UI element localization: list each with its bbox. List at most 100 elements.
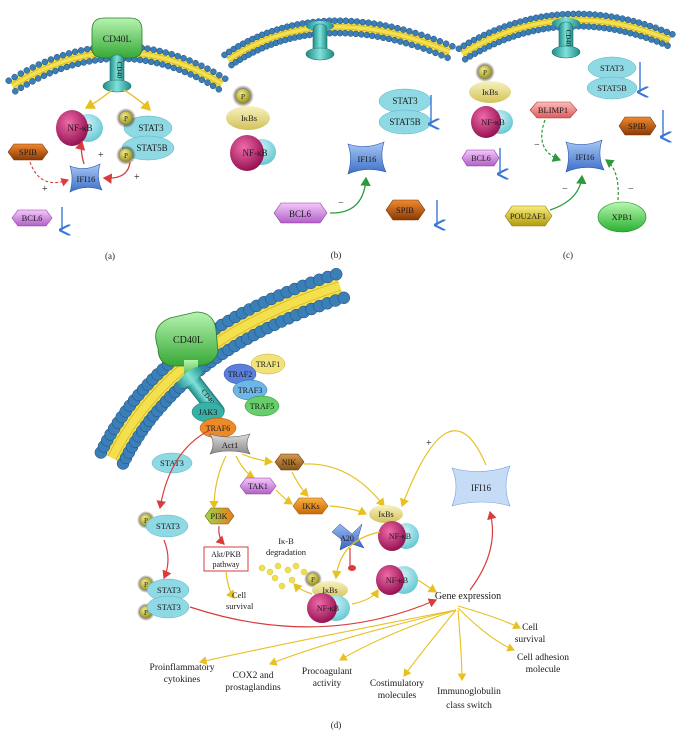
membrane-bead [80, 59, 87, 66]
membrane-bead [619, 15, 626, 22]
arrow-bcl6-ifi16-b [329, 176, 371, 214]
bcl6-label-c: BCL6 [471, 154, 491, 163]
cd40-receptor-a: CD40 [102, 54, 132, 93]
pou2af1-label-c: POU2AF1 [510, 211, 546, 221]
pou2af1-c: POU2AF1 [504, 205, 553, 227]
svg-text:−: − [628, 184, 634, 195]
cd40-label-a: CD40 [115, 62, 123, 79]
membrane-bead [77, 47, 85, 54]
membrane-bead [394, 24, 401, 32]
membrane-bead [53, 53, 61, 61]
membrane-bead [170, 64, 177, 72]
svg-text:P: P [241, 92, 245, 101]
membrane-bead [646, 22, 654, 30]
stat5b-label-b: STAT5B [389, 117, 420, 127]
membrane-bead [449, 43, 456, 50]
membrane-bead [586, 10, 593, 18]
membrane-bead [209, 82, 217, 90]
membrane-bead [181, 68, 189, 76]
gene-expression-outputs [198, 605, 521, 682]
caption-a: (a) [105, 251, 115, 261]
membrane-bead [17, 84, 25, 92]
stat3-label-b: STAT3 [392, 96, 418, 106]
panel-a: CD40L CD40 NF-κB P STAT3 P STAT5B [5, 17, 229, 261]
membrane-bead [204, 79, 211, 86]
membrane-bead [470, 36, 478, 44]
membrane-bead [221, 75, 229, 82]
membrane-bead [336, 17, 344, 24]
arrow-tak1-ikks [275, 489, 293, 505]
arrow-pou2af1-ifi16-c [549, 174, 587, 211]
svg-text:−: − [534, 140, 540, 151]
arrow-xpb1-ifi16-c [605, 159, 619, 201]
akt-pkb-box: Akt/PKB pathway [203, 546, 249, 572]
svg-text:STAT3: STAT3 [157, 602, 181, 612]
traf2-d: TRAF2 [223, 363, 257, 385]
jak3-d: JAK3 [191, 401, 225, 423]
svg-text:−: − [338, 198, 344, 209]
membrane-bead [86, 58, 93, 65]
membrane-bead [363, 31, 371, 39]
bcl6-label-b: BCL6 [289, 209, 312, 219]
svg-text:TRAF3: TRAF3 [238, 386, 262, 395]
membrane-bead [460, 42, 468, 49]
membrane-bead [602, 12, 610, 20]
arrow-stat3-gene-expression [189, 598, 438, 628]
svg-text:IKKs: IKKs [302, 502, 319, 511]
svg-text:P: P [124, 115, 128, 123]
membrane-bead [532, 14, 540, 22]
membrane-bead [29, 64, 37, 71]
xpb1-label-c: XPB1 [612, 212, 633, 222]
ikbs-label-b: IκBs [241, 113, 257, 123]
membrane-bead [69, 62, 76, 69]
svg-text:TRAF2: TRAF2 [228, 370, 252, 379]
bcl6-label-a: BCL6 [22, 213, 43, 223]
arrow-akt-survival [225, 571, 235, 599]
arrow-ifi16-ikbs [400, 430, 487, 508]
svg-text:P: P [144, 517, 148, 525]
svg-text:TRAF1: TRAF1 [256, 360, 280, 369]
membrane-bead [180, 54, 187, 62]
membrane-bead [635, 19, 643, 26]
membrane-bead [408, 41, 416, 49]
output-proinflammatory: Proinflammatory [150, 662, 215, 673]
nik-d: NIK [274, 453, 305, 471]
svg-text:STAT3: STAT3 [156, 521, 180, 531]
membrane-bead [29, 78, 36, 85]
cd40l-label-a: CD40L [103, 35, 132, 45]
membrane-bead [225, 48, 233, 56]
traf6-d: TRAF6 [199, 417, 237, 439]
membrane-bead [164, 62, 172, 70]
membrane-bead [553, 11, 561, 18]
svg-text:P: P [483, 69, 487, 77]
membrane-bead [210, 68, 217, 76]
membrane-bead [176, 66, 183, 74]
ikbs-c: P IκBs [469, 62, 511, 103]
traf1-d: TRAF1 [250, 353, 286, 375]
spib-label-c: SPIB [628, 121, 646, 131]
arrow-ikks-ikbs [329, 505, 368, 516]
svg-text:+: + [42, 184, 48, 195]
nfkb-label-a: NF-κB [67, 123, 92, 133]
svg-text:molecule: molecule [526, 665, 561, 675]
membrane-bead [420, 45, 427, 52]
membrane-bead [548, 12, 556, 19]
ifi16-d: IFI16 [451, 465, 511, 507]
arrow-gene-ifi16 [469, 510, 497, 591]
membrane-bead [397, 38, 404, 45]
membrane-bead [432, 49, 439, 57]
svg-text:Akt/PKB: Akt/PKB [211, 550, 241, 559]
svg-text:degradation: degradation [266, 547, 307, 557]
membrane-bead [648, 36, 655, 43]
membrane-bead [475, 34, 483, 41]
membrane-bead [40, 72, 48, 80]
cd40-receptor-b [305, 21, 335, 61]
spib-c: SPIB [618, 116, 657, 136]
svg-text:NIK: NIK [282, 458, 296, 467]
arrow-stat3-dimer [162, 539, 172, 580]
membrane-bead [41, 58, 49, 66]
svg-text:JAK3: JAK3 [199, 408, 218, 417]
ikb-fragments [258, 562, 308, 590]
membrane-bead [430, 35, 437, 43]
membrane-bead [436, 38, 444, 45]
